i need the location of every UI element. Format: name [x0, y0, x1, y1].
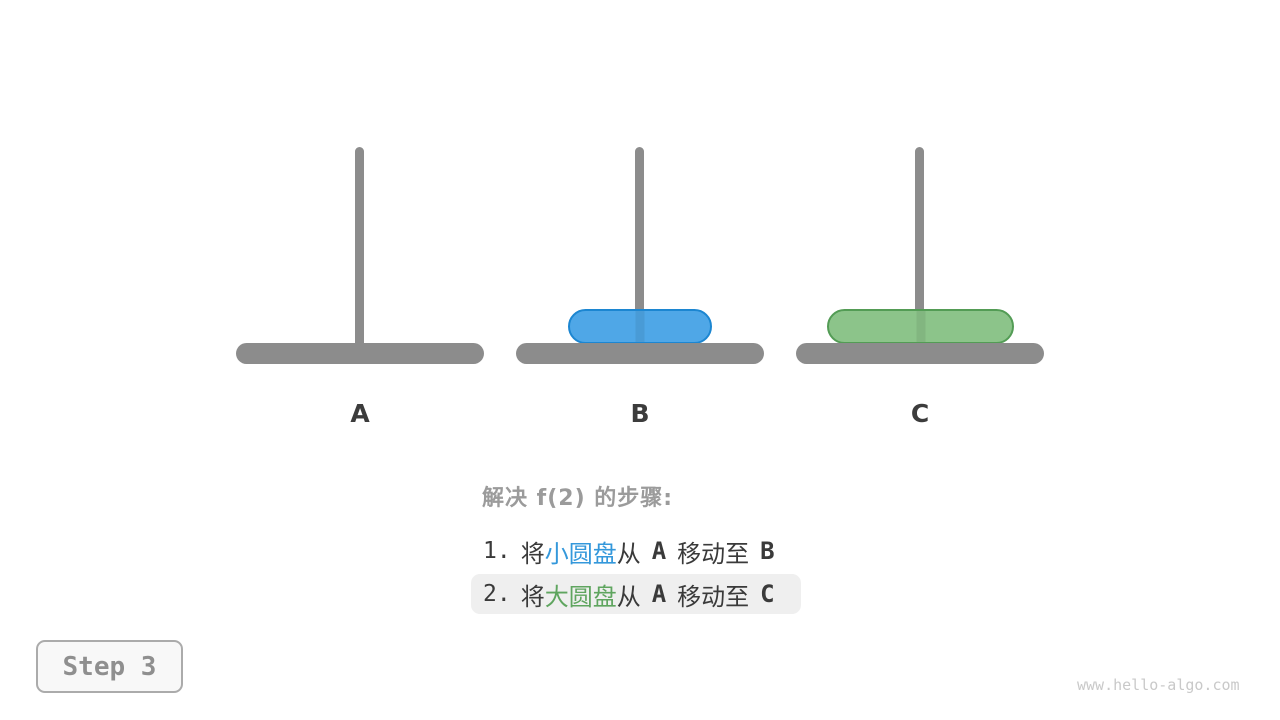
caption-title: 解决 f(2) 的步骤:	[482, 486, 674, 511]
step-badge-label: Step 3	[62, 651, 157, 682]
tower-label-b: B	[630, 399, 650, 428]
peg-b	[635, 147, 644, 353]
step-verb: 将	[520, 539, 545, 568]
step-particle: 从	[616, 582, 641, 611]
to-peg-letter: C	[760, 580, 775, 608]
peg-c	[915, 147, 924, 353]
disk-small-blue	[568, 309, 712, 344]
to-peg-letter: B	[760, 537, 775, 565]
step-item-2-highlighted: 2. 将 大圆盘 从 A 移动至 C	[471, 574, 801, 614]
from-peg-letter: A	[651, 537, 667, 565]
disk-large-green	[827, 309, 1014, 344]
step-number: 1.	[483, 538, 511, 564]
disk-name-small: 小圆盘	[544, 539, 617, 568]
from-peg-letter: A	[651, 580, 667, 608]
step-verb: 将	[520, 582, 545, 611]
disk-name-large: 大圆盘	[544, 582, 617, 611]
step-number: 2.	[483, 581, 511, 607]
step-action: 移动至	[677, 539, 750, 568]
tower-label-c: C	[910, 399, 930, 428]
base-b	[516, 343, 764, 364]
step-action: 移动至	[677, 582, 750, 611]
base-c	[796, 343, 1044, 364]
step-badge: Step 3	[36, 640, 183, 693]
tower-label-a: A	[350, 399, 370, 428]
step-item-1: 1. 将 小圆盘 从 A 移动至 B	[483, 533, 775, 569]
peg-a	[355, 147, 364, 353]
watermark: www.hello-algo.com	[1077, 676, 1240, 694]
base-a	[236, 343, 484, 364]
step-particle: 从	[616, 539, 641, 568]
